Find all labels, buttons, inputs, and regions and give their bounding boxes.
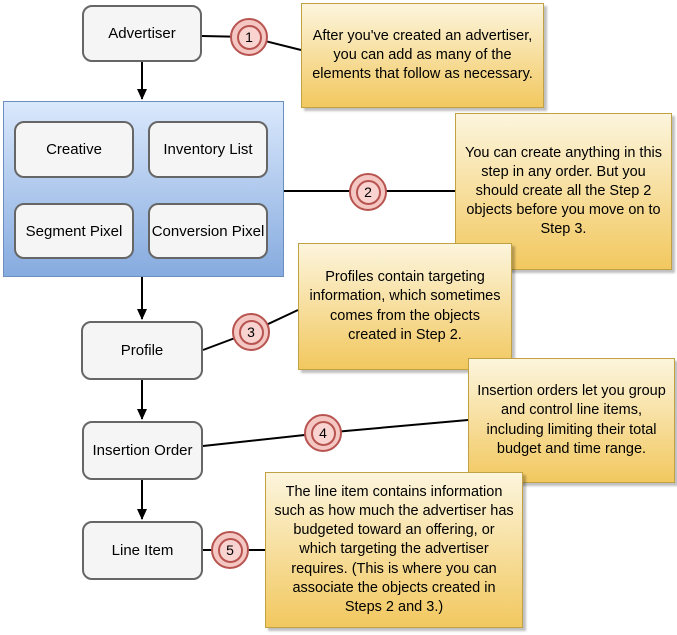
note-step-4: Insertion orders let you group and contr… — [468, 358, 675, 483]
step-badge-5-number: 5 — [217, 537, 243, 563]
note-step-4-text: Insertion orders let you group and contr… — [477, 383, 666, 457]
node-inventory-list-label: Inventory List — [163, 141, 253, 158]
node-insertion-order: Insertion Order — [82, 421, 203, 480]
node-creative: Creative — [14, 121, 134, 178]
note-step-2-text: You can create anything in this step in … — [465, 144, 662, 238]
node-conversion-pixel: Conversion Pixel — [148, 203, 268, 259]
note-step-5-text: The line item contains information such … — [274, 484, 514, 615]
step-badge-2: 2 — [349, 173, 387, 211]
connector-insertion-to-badge-4 — [202, 432, 324, 447]
node-advertiser: Advertiser — [82, 5, 202, 62]
node-conversion-pixel-label: Conversion Pixel — [151, 222, 265, 240]
node-profile-label: Profile — [120, 342, 164, 359]
node-advertiser-label: Advertiser — [108, 25, 176, 42]
note-step-1: After you've created an advertiser, you … — [301, 3, 544, 108]
node-segment-pixel: Segment Pixel — [14, 203, 134, 259]
step-badge-1: 1 — [230, 18, 268, 56]
note-step-1-text: After you've created an advertiser, you … — [312, 27, 533, 83]
note-step-5: The line item contains information such … — [265, 472, 523, 628]
node-insertion-order-label: Insertion Order — [92, 442, 193, 459]
step-badge-3: 3 — [232, 313, 270, 351]
step-badge-1-number: 1 — [236, 24, 262, 50]
node-line-item: Line Item — [82, 521, 203, 580]
step-badge-3-number: 3 — [238, 319, 264, 345]
node-creative-label: Creative — [46, 141, 102, 158]
step2-container: Creative Inventory List Segment Pixel Co… — [3, 101, 284, 277]
step-badge-5: 5 — [211, 531, 249, 569]
note-step-3-text: Profiles contain targeting information, … — [309, 269, 501, 343]
node-line-item-label: Line Item — [111, 542, 174, 559]
node-profile: Profile — [81, 321, 203, 380]
step-badge-4: 4 — [304, 414, 342, 452]
step-badge-2-number: 2 — [355, 179, 381, 205]
node-segment-pixel-label: Segment Pixel — [25, 222, 123, 240]
note-step-3: Profiles contain targeting information, … — [298, 243, 512, 370]
connector-badge-4-to-note-4 — [322, 419, 469, 434]
node-inventory-list: Inventory List — [148, 121, 268, 178]
step-badge-4-number: 4 — [310, 420, 336, 446]
